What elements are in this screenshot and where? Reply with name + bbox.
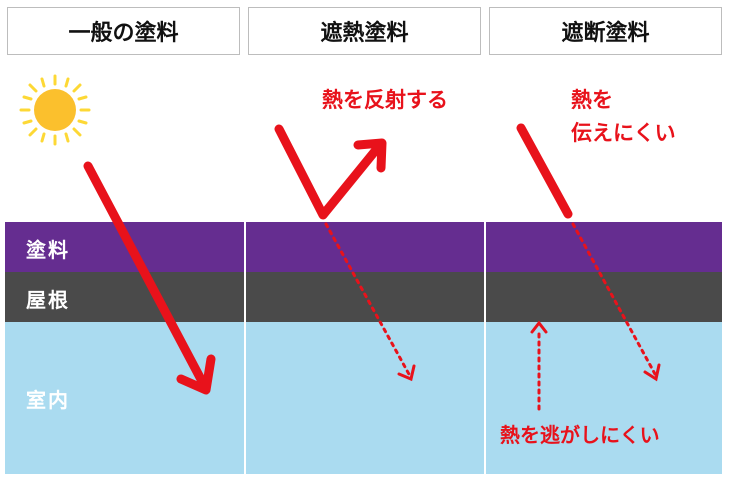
column-divider xyxy=(484,222,486,474)
arrow-icon xyxy=(516,123,573,219)
escape-caption: 熱を逃がしにくい xyxy=(500,423,660,447)
arrow-icon xyxy=(274,124,387,220)
room-layer xyxy=(5,322,722,474)
arrow-icon xyxy=(571,222,661,382)
transmit-caption-line1: 熱を xyxy=(571,88,613,112)
roof-layer-label: 屋根 xyxy=(26,288,70,312)
reflect-caption: 熱を反射する xyxy=(322,88,448,112)
column-header-heat-shield-paint: 遮熱塗料 xyxy=(248,7,481,55)
column-header-insulating-paint: 遮断塗料 xyxy=(489,7,722,55)
arrow-icon xyxy=(83,161,216,395)
arrow-icon xyxy=(324,222,416,382)
column-header-general-paint: 一般の塗料 xyxy=(7,7,240,55)
room-layer-label: 室内 xyxy=(26,388,70,412)
arrow-icon xyxy=(530,320,548,411)
sun-icon xyxy=(19,74,91,146)
column-divider xyxy=(244,222,246,474)
transmit-caption-line2: 伝えにくい xyxy=(571,121,676,145)
paint-layer-label: 塗料 xyxy=(26,238,70,262)
